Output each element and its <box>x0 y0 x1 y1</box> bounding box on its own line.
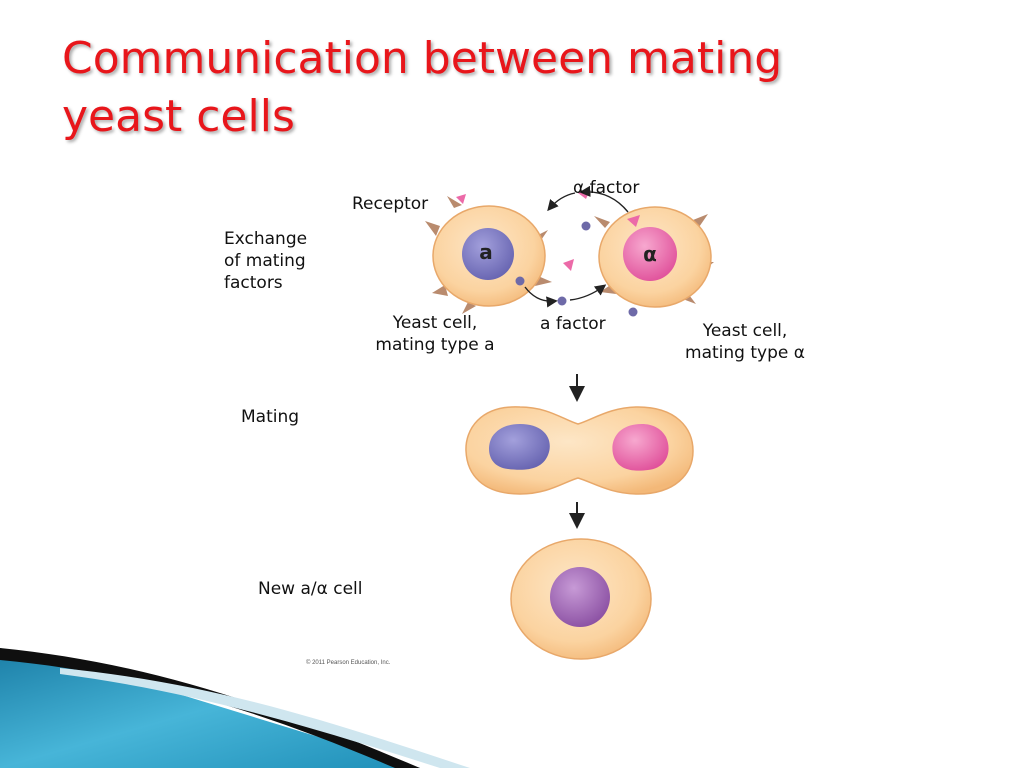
title-line-1: Communication between mating <box>62 33 783 84</box>
nucleus-a-fusing <box>489 424 550 470</box>
copyright-credit: © 2011 Pearson Education, Inc. <box>306 660 391 666</box>
receptor-spike <box>425 221 440 236</box>
nucleus-a <box>462 228 514 280</box>
title-line-2: yeast cells <box>62 91 295 142</box>
a-factor-arrow <box>524 286 558 308</box>
a-factor-molecule <box>581 221 591 231</box>
alpha-factor-arrow <box>547 192 576 212</box>
cell-a-label-line-1: Yeast cell, <box>392 313 478 333</box>
cell-a-label: Yeast cell, mating type a <box>350 312 520 356</box>
a-factor-molecule <box>557 296 567 306</box>
alpha-factor-label: α factor <box>573 178 640 198</box>
new-cell-label: New a/α cell <box>258 579 363 599</box>
receptor-spike <box>447 196 462 208</box>
receptor-spike <box>594 216 610 228</box>
alpha-factor-molecule <box>627 215 640 227</box>
receptor-label: Receptor <box>352 194 429 214</box>
nucleus-alpha-fusing <box>612 424 669 471</box>
yeast-cell-a <box>425 196 552 314</box>
exchange-label: Exchange of mating factors <box>224 228 307 294</box>
receptor-spike <box>432 285 448 296</box>
a-factor-arrow <box>569 284 607 301</box>
nucleus-diploid <box>550 567 610 627</box>
a-factor-molecule <box>628 307 638 317</box>
cell-alpha-label-line-1: Yeast cell, <box>702 321 788 341</box>
receptor-spike <box>462 302 476 314</box>
mating-factor-exchange <box>456 185 629 308</box>
yeast-cell-alpha <box>594 206 714 317</box>
new-diploid-cell <box>510 538 652 660</box>
cell-alpha-label: Yeast cell, mating type α <box>660 320 830 364</box>
alpha-factor-molecule <box>456 194 466 204</box>
alpha-factor-arrow <box>579 185 629 213</box>
slide-title: Communication between mating yeast cells <box>62 30 962 146</box>
nucleus-alpha <box>623 227 677 281</box>
mating-cells <box>465 406 694 495</box>
a-factor-label: a factor <box>540 314 606 334</box>
nucleus-alpha-letter: α <box>643 242 657 266</box>
exchange-label-line-2: of mating <box>224 251 306 271</box>
cell-alpha-label-line-2: mating type α <box>685 343 805 363</box>
exchange-label-line-3: factors <box>224 273 283 293</box>
mating-label: Mating <box>241 407 300 427</box>
alpha-factor-molecule <box>563 259 574 271</box>
nucleus-a-letter: a <box>479 240 493 264</box>
exchange-label-line-1: Exchange <box>224 229 308 249</box>
decorative-banner <box>0 648 470 768</box>
cell-a-label-line-2: mating type a <box>375 335 495 355</box>
a-factor-molecule <box>515 276 525 286</box>
